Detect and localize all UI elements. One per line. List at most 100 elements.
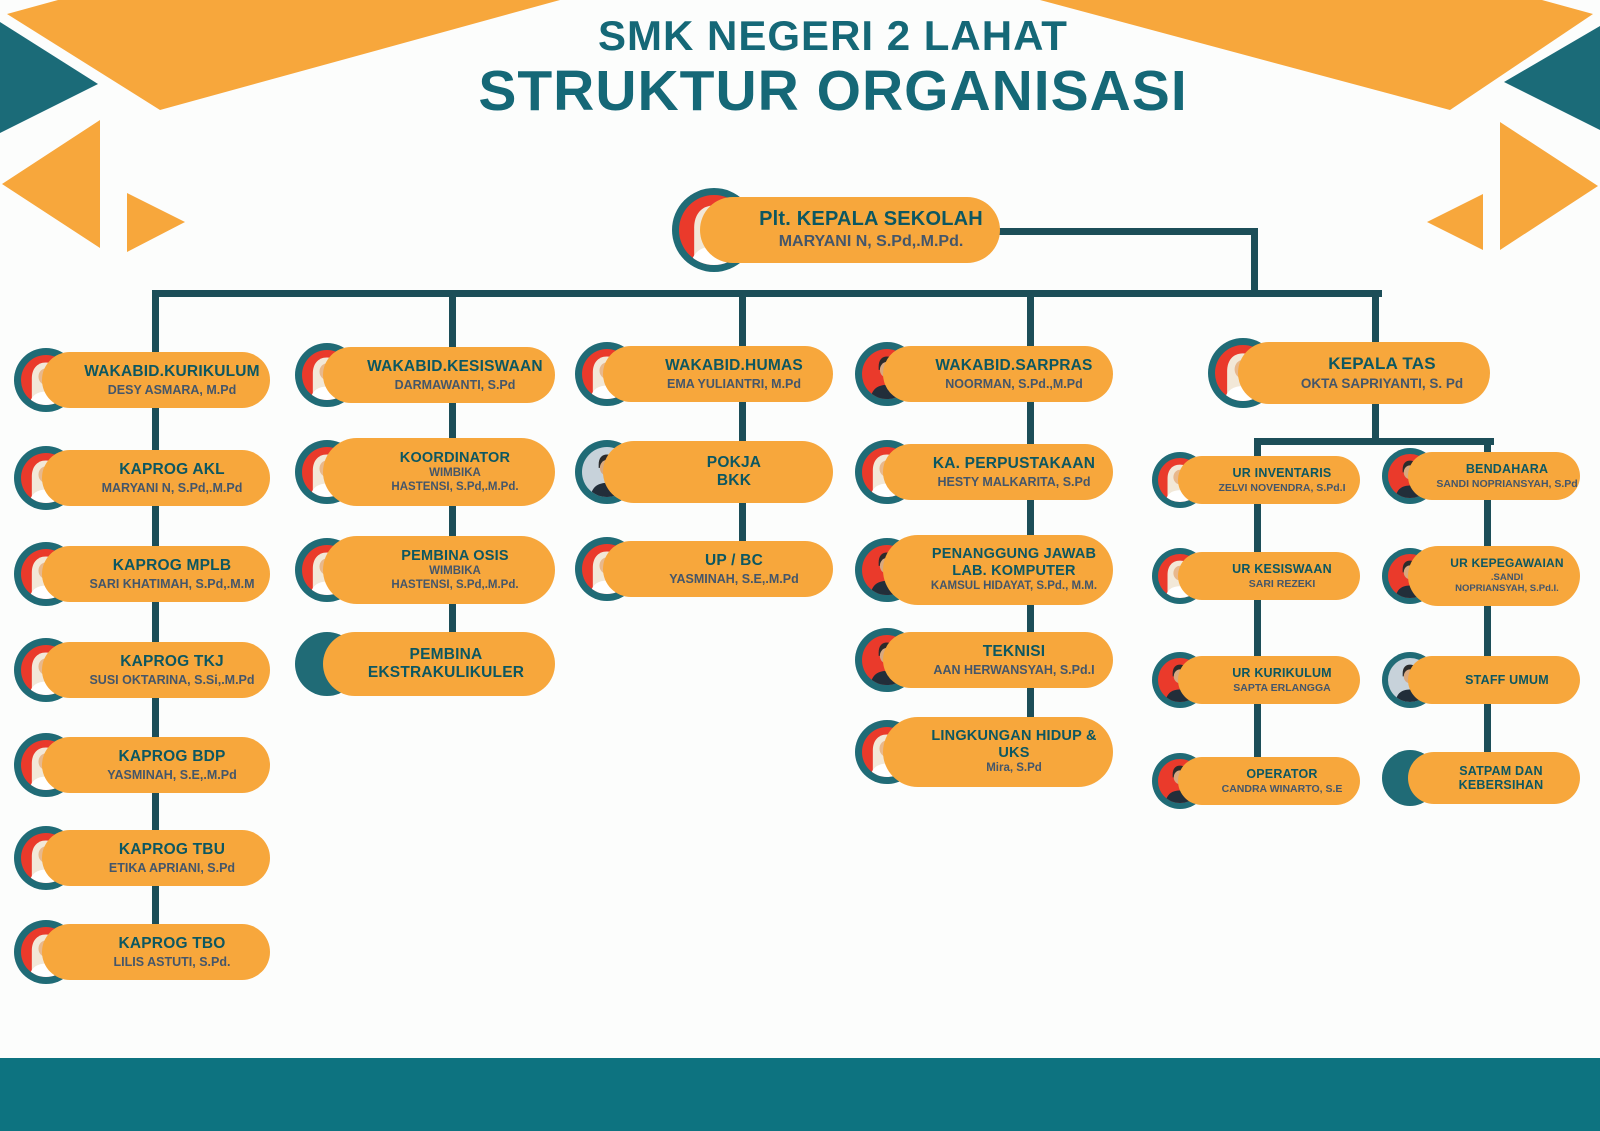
person-name-line: SAPTA ERLANGGA [1233, 682, 1331, 694]
connector-line [995, 228, 1258, 235]
connector-line [1254, 438, 1261, 781]
node-pill: TEKNISI AAN HERWANSYAH, S.Pd.I [883, 632, 1113, 688]
role-title-line: KEBERSIHAN [1458, 778, 1544, 792]
person-name-line: DESY ASMARA, M.Pd [107, 382, 237, 397]
role-title-line: POKJA [706, 454, 762, 472]
role-title-line: KAPROG BDP [118, 747, 226, 765]
person-name: SARI KHATIMAH, S.Pd,.M.M [89, 577, 254, 592]
org-node-staff-umum: STAFF UMUM [1382, 652, 1580, 708]
connector-line [1251, 228, 1258, 297]
role-title-line: UR KESISWAAN [1232, 561, 1332, 576]
person-name-line: HASTENSI, S.Pd,.M.Pd. [391, 578, 519, 591]
org-node-ka-perpustakaan: KA. PERPUSTAKAAN HESTY MALKARITA, S.Pd [855, 440, 1113, 504]
node-pill: KAPROG TBO LILIS ASTUTI, S.Pd. [42, 924, 270, 980]
role-title-line: STAFF UMUM [1465, 672, 1549, 687]
node-pill: KAPROG BDP YASMINAH, S.E,.M.Pd [42, 737, 270, 793]
decor-band-top-left [7, 0, 560, 110]
org-node-up-bc: UP / BC YASMINAH, S.E,.M.Pd [575, 537, 833, 601]
role-title: UP / BC [705, 552, 763, 570]
role-title-line: EKSTRAKULIKULER [367, 664, 525, 681]
role-title-line: KAPROG TBU [118, 840, 226, 858]
node-pill: Plt. KEPALA SEKOLAH MARYANI N, S.Pd,.M.P… [700, 197, 1000, 263]
connector-line [1254, 438, 1494, 445]
role-title-line: KEPALA TAS [1328, 354, 1436, 374]
decor-triangle-right-small [1427, 194, 1483, 250]
school-name: SMK NEGERI 2 LAHAT [598, 12, 1068, 59]
decor-teal-triangle-right [1504, 26, 1600, 130]
role-title: PEMBINA OSIS [401, 548, 508, 565]
org-node-kepala-tas: KEPALA TAS OKTA SAPRIYANTI, S. Pd [1208, 338, 1490, 408]
person-name: YASMINAH, S.E,.M.Pd [669, 572, 798, 587]
node-pill: UP / BC YASMINAH, S.E,.M.Pd [603, 541, 833, 597]
org-node-wakabid-kurikulum: WAKABID.KURIKULUM DESY ASMARA, M.Pd [14, 348, 270, 412]
person-name: EMA YULIANTRI, M.Pd [667, 377, 801, 392]
person-name: KAMSUL HIDAYAT, S.Pd., M.M. [931, 580, 1097, 594]
role-title: UR KEPEGAWAIAN [1450, 557, 1563, 571]
role-title-line: WAKABID.SARPRAS [935, 356, 1093, 374]
role-title-line: UR INVENTARIS [1232, 465, 1332, 480]
role-title-line: OPERATOR [1246, 766, 1318, 781]
person-name: DARMAWANTI, S.Pd [395, 378, 516, 393]
person-name-line: WIMBIKA [429, 467, 481, 480]
org-node-kaprog-akl: KAPROG AKL MARYANI N, S.Pd,.M.Pd [14, 446, 270, 510]
person-name: MARYANI N, S.Pd,.M.Pd. [779, 233, 964, 252]
role-title: WAKABID.HUMAS [665, 357, 803, 375]
role-title: TEKNISI [983, 643, 1046, 661]
role-title: WAKABID.SARPRAS [935, 357, 1092, 375]
person-name-line: MARYANI N, S.Pd,.M.Pd. [778, 233, 964, 251]
person-name-line: NOPRIANSYAH, S.Pd.I. [1455, 583, 1559, 595]
role-title: Plt. KEPALA SEKOLAH [759, 208, 983, 231]
role-title-line: KA. PERPUSTAKAAN [932, 454, 1096, 472]
role-title: UR KESISWAAN [1232, 562, 1332, 576]
person-name: AAN HERWANSYAH, S.Pd.I [933, 663, 1094, 678]
person-name: CANDRA WINARTO, S.E [1222, 783, 1343, 795]
org-node-lingkungan-hidup: LINGKUNGAN HIDUP &UKS Mira, S.Pd [855, 717, 1113, 787]
node-pill: KEPALA TAS OKTA SAPRIYANTI, S. Pd [1238, 342, 1490, 404]
role-title: BENDAHARA [1466, 462, 1548, 476]
person-name-line: MARYANI N, S.Pd,.M.Pd [101, 480, 243, 495]
role-title-line: PENANGGUNG JAWAB [931, 546, 1097, 563]
person-name-line: EMA YULIANTRI, M.Pd [666, 376, 802, 391]
role-title: KEPALA TAS [1328, 354, 1435, 374]
role-title-line: LAB. KOMPUTER [952, 562, 1076, 579]
org-node-ur-kesiswaan: UR KESISWAAN SARI REZEKI [1152, 548, 1360, 604]
person-name-line: ETIKA APRIANI, S.Pd [108, 860, 236, 875]
person-name: Mira, S.Pd [986, 762, 1042, 776]
person-name-line: Mira, S.Pd [986, 762, 1042, 775]
role-title-line: UR KURIKULUM [1232, 665, 1332, 680]
role-title-line: BKK [716, 472, 752, 489]
org-node-kaprog-tbo: KAPROG TBO LILIS ASTUTI, S.Pd. [14, 920, 270, 984]
org-node-kaprog-mplb: KAPROG MPLB SARI KHATIMAH, S.Pd,.M.M [14, 542, 270, 606]
role-title-line: KAPROG TBO [118, 934, 226, 952]
person-name-line: SANDI NOPRIANSYAH, S.Pd [1436, 478, 1578, 490]
person-name: MARYANI N, S.Pd,.M.Pd [102, 481, 243, 496]
org-node-ur-kurikulum: UR KURIKULUM SAPTA ERLANGGA [1152, 652, 1360, 708]
role-title: WAKABID.KURIKULUM [84, 363, 260, 381]
role-title-line: UKS [998, 744, 1030, 761]
page-header: SMK NEGERI 2 LAHAT STRUKTUR ORGANISASI [478, 12, 1187, 123]
node-pill: BENDAHARA SANDI NOPRIANSYAH, S.Pd [1408, 452, 1580, 500]
node-pill: KAPROG AKL MARYANI N, S.Pd,.M.Pd [42, 450, 270, 506]
person-name-line: DARMAWANTI, S.Pd [394, 377, 516, 392]
role-title-line: SATPAM DAN [1459, 763, 1543, 778]
person-name-line: NOORMAN, S.Pd.,M.Pd [945, 376, 1083, 391]
role-title: WAKABID.KESISWAAN [367, 358, 543, 376]
connector-line [152, 290, 159, 952]
person-name-line: AAN HERWANSYAH, S.Pd.I [933, 662, 1095, 677]
node-pill: KA. PERPUSTAKAAN HESTY MALKARITA, S.Pd [883, 444, 1113, 500]
decor-triangle-right-big [1500, 122, 1598, 250]
connector-line [152, 290, 1382, 297]
role-title: KAPROG TKJ [120, 653, 224, 671]
role-title-line: KOORDINATOR [399, 449, 511, 466]
